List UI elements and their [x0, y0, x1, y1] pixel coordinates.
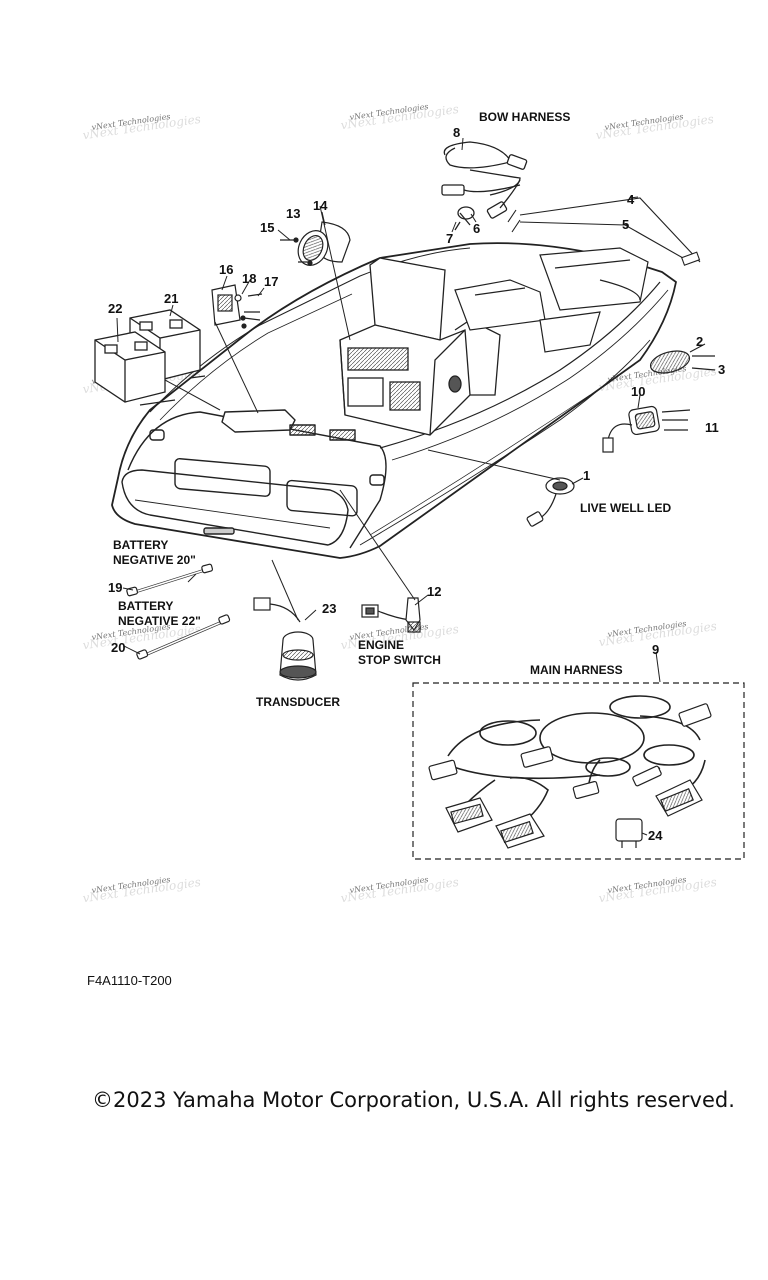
- callout-24: 24: [648, 828, 663, 843]
- label-battery-negative-22-line1: BATTERY: [118, 599, 173, 613]
- callout-2: 2: [696, 334, 703, 349]
- battery-switch: [211, 284, 263, 329]
- label-bow-harness: BOW HARNESS: [479, 110, 570, 124]
- callout-1: 1: [583, 468, 590, 483]
- courtesy-light-upper: [649, 350, 716, 374]
- battery-cables: [126, 563, 231, 660]
- label-transducer: TRANSDUCER: [256, 695, 340, 709]
- bow-harness: [441, 141, 528, 231]
- live-well-led-part: [526, 477, 575, 527]
- part-labels: BOW HARNESS LIVE WELL LED BATTERY NEGATI…: [113, 110, 671, 709]
- callout-5: 5: [622, 217, 629, 232]
- label-live-well-led: LIVE WELL LED: [580, 501, 671, 515]
- callout-4: 4: [627, 192, 635, 207]
- center-console: [339, 257, 501, 436]
- courtesy-light-lower: [602, 405, 691, 453]
- callout-19: 19: [108, 580, 122, 595]
- watermark: vNext Technologies vNext Technologies: [340, 875, 460, 905]
- label-battery-negative-20-line2: NEGATIVE 20": [113, 553, 196, 567]
- callout-21: 21: [164, 291, 178, 306]
- label-main-harness: MAIN HARNESS: [530, 663, 623, 677]
- callout-20: 20: [111, 640, 125, 655]
- callout-16: 16: [219, 262, 233, 277]
- copyright-notice: ©2023 Yamaha Motor Corporation, U.S.A. A…: [92, 1088, 735, 1112]
- label-engine-stop-line1: ENGINE: [358, 638, 404, 652]
- callout-14: 14: [313, 198, 328, 213]
- callout-22: 22: [108, 301, 122, 316]
- label-battery-negative-20-line1: BATTERY: [113, 538, 168, 552]
- callout-8: 8: [453, 125, 460, 140]
- engine-stop-switch-part: [361, 597, 421, 633]
- transducer-part: [253, 597, 317, 681]
- callout-13: 13: [286, 206, 300, 221]
- watermark: vNext Technologies vNext Technologies: [598, 875, 718, 905]
- leader-lines: [116, 137, 706, 836]
- callout-9: 9: [652, 642, 659, 657]
- callout-6: 6: [473, 221, 480, 236]
- speaker-grille: [280, 221, 351, 266]
- label-battery-negative-22-line2: NEGATIVE 22": [118, 614, 201, 628]
- callout-3: 3: [718, 362, 725, 377]
- figure-code: F4A1110-T200: [87, 973, 172, 988]
- callout-11: 11: [705, 420, 719, 435]
- callout-17: 17: [264, 274, 278, 289]
- callout-12: 12: [427, 584, 441, 599]
- callout-7: 7: [446, 231, 453, 246]
- callout-18: 18: [242, 271, 256, 286]
- watermark: vNext Technologies vNext Technologies: [82, 112, 202, 142]
- callout-15: 15: [260, 220, 274, 235]
- watermark: vNext Technologies vNext Technologies: [82, 875, 202, 905]
- watermark: vNext Technologies vNext Technologies: [595, 112, 715, 142]
- callout-numbers: 1 2 3 4 5 6 7 8 9 10 11 12 13 14 15 16 1…: [108, 125, 725, 843]
- watermark: vNext Technologies vNext Technologies: [340, 102, 460, 132]
- main-harness: [412, 682, 745, 860]
- label-engine-stop-line2: STOP SWITCH: [358, 653, 441, 667]
- batteries: [94, 309, 206, 406]
- bow-seating: [454, 247, 649, 353]
- callout-23: 23: [322, 601, 336, 616]
- bow-rail-parts: [507, 197, 701, 266]
- callout-10: 10: [631, 384, 645, 399]
